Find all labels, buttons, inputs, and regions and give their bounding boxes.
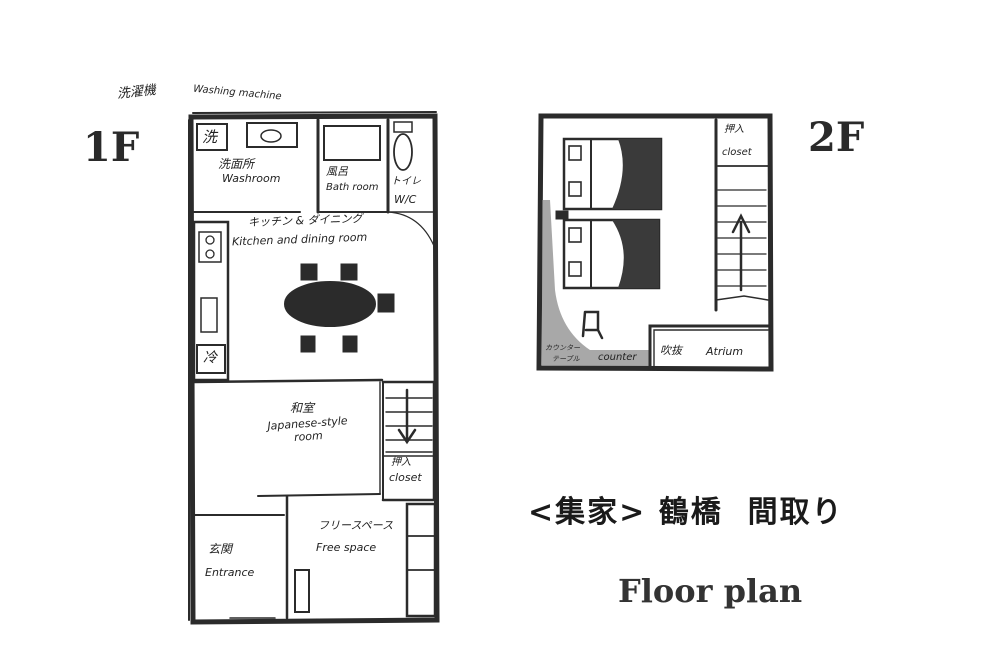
free-space-label-jp: フリースペース (318, 519, 394, 532)
bathtub-icon (323, 125, 381, 161)
fridge-mark: 冷 (203, 350, 217, 366)
shoe-rack (294, 569, 310, 613)
floor2-closet-label-en: closet (722, 147, 752, 158)
counter-label-en: counter (598, 352, 637, 363)
floor1-outer-wall (188, 113, 440, 625)
toilet-icon (393, 121, 413, 133)
toilet-label-jp: トイレ (391, 176, 421, 187)
counter-label-jp: カウンター (545, 344, 580, 352)
floor1-closet-label-en: closet (389, 471, 422, 484)
caption-title-jp: <集家> 鶴橋 間取り (528, 495, 844, 530)
stove-icon (198, 231, 222, 263)
floor2-closet-label-jp: 押入 (724, 124, 744, 135)
chair-icon (377, 293, 395, 313)
bath-label-en: Bath room (326, 182, 379, 193)
entrance-label-en: Entrance (205, 566, 255, 579)
floor2-plan (536, 113, 774, 372)
floor2-heading: 2F (808, 114, 865, 161)
floor2-outer-wall (536, 113, 774, 372)
atrium-label-en: Atrium (706, 345, 744, 358)
floor1-heading: 1F (83, 124, 140, 171)
washroom-label-en: Washroom (222, 172, 281, 185)
sink-icon (246, 122, 298, 148)
caption-title-en: Floor plan (618, 572, 803, 610)
chair-icon (581, 310, 604, 340)
fridge-icon (196, 344, 226, 374)
washroom-label-jp: 洗面所 (218, 157, 255, 171)
washing-machine-icon (196, 123, 228, 151)
free-space-shelf (405, 502, 437, 618)
floor1-wall (257, 493, 381, 497)
floor1-plan (188, 111, 440, 625)
free-space-label-en: Free space (316, 541, 377, 554)
entrance-label-jp: 玄関 (208, 542, 233, 556)
atrium-label-jp: 吹抜 (660, 344, 682, 357)
dining-table (284, 281, 376, 327)
stairs-up-arrow-icon (731, 213, 751, 234)
kitchen-counter (192, 220, 230, 382)
stairs-down-arrow-icon (397, 428, 417, 445)
floor1-closet-label-jp: 押入 (391, 457, 411, 468)
washer-mark: 洗 (202, 128, 218, 146)
chair-icon (340, 263, 358, 281)
counter-label-jp-2: テーブル (552, 355, 580, 363)
toilet-label-en: W/C (394, 193, 417, 206)
chair-icon (300, 263, 318, 281)
japanese-room-label-jp: 和室 (290, 401, 315, 415)
floor1-stairs (381, 380, 436, 502)
kitchen-sink-icon (200, 297, 218, 333)
door-arc (387, 211, 435, 247)
atrium-rail (648, 324, 772, 370)
chair-icon (300, 335, 316, 353)
floor1-wall (192, 378, 384, 384)
chair-icon (342, 335, 358, 353)
bath-label-jp: 風呂 (326, 165, 348, 178)
